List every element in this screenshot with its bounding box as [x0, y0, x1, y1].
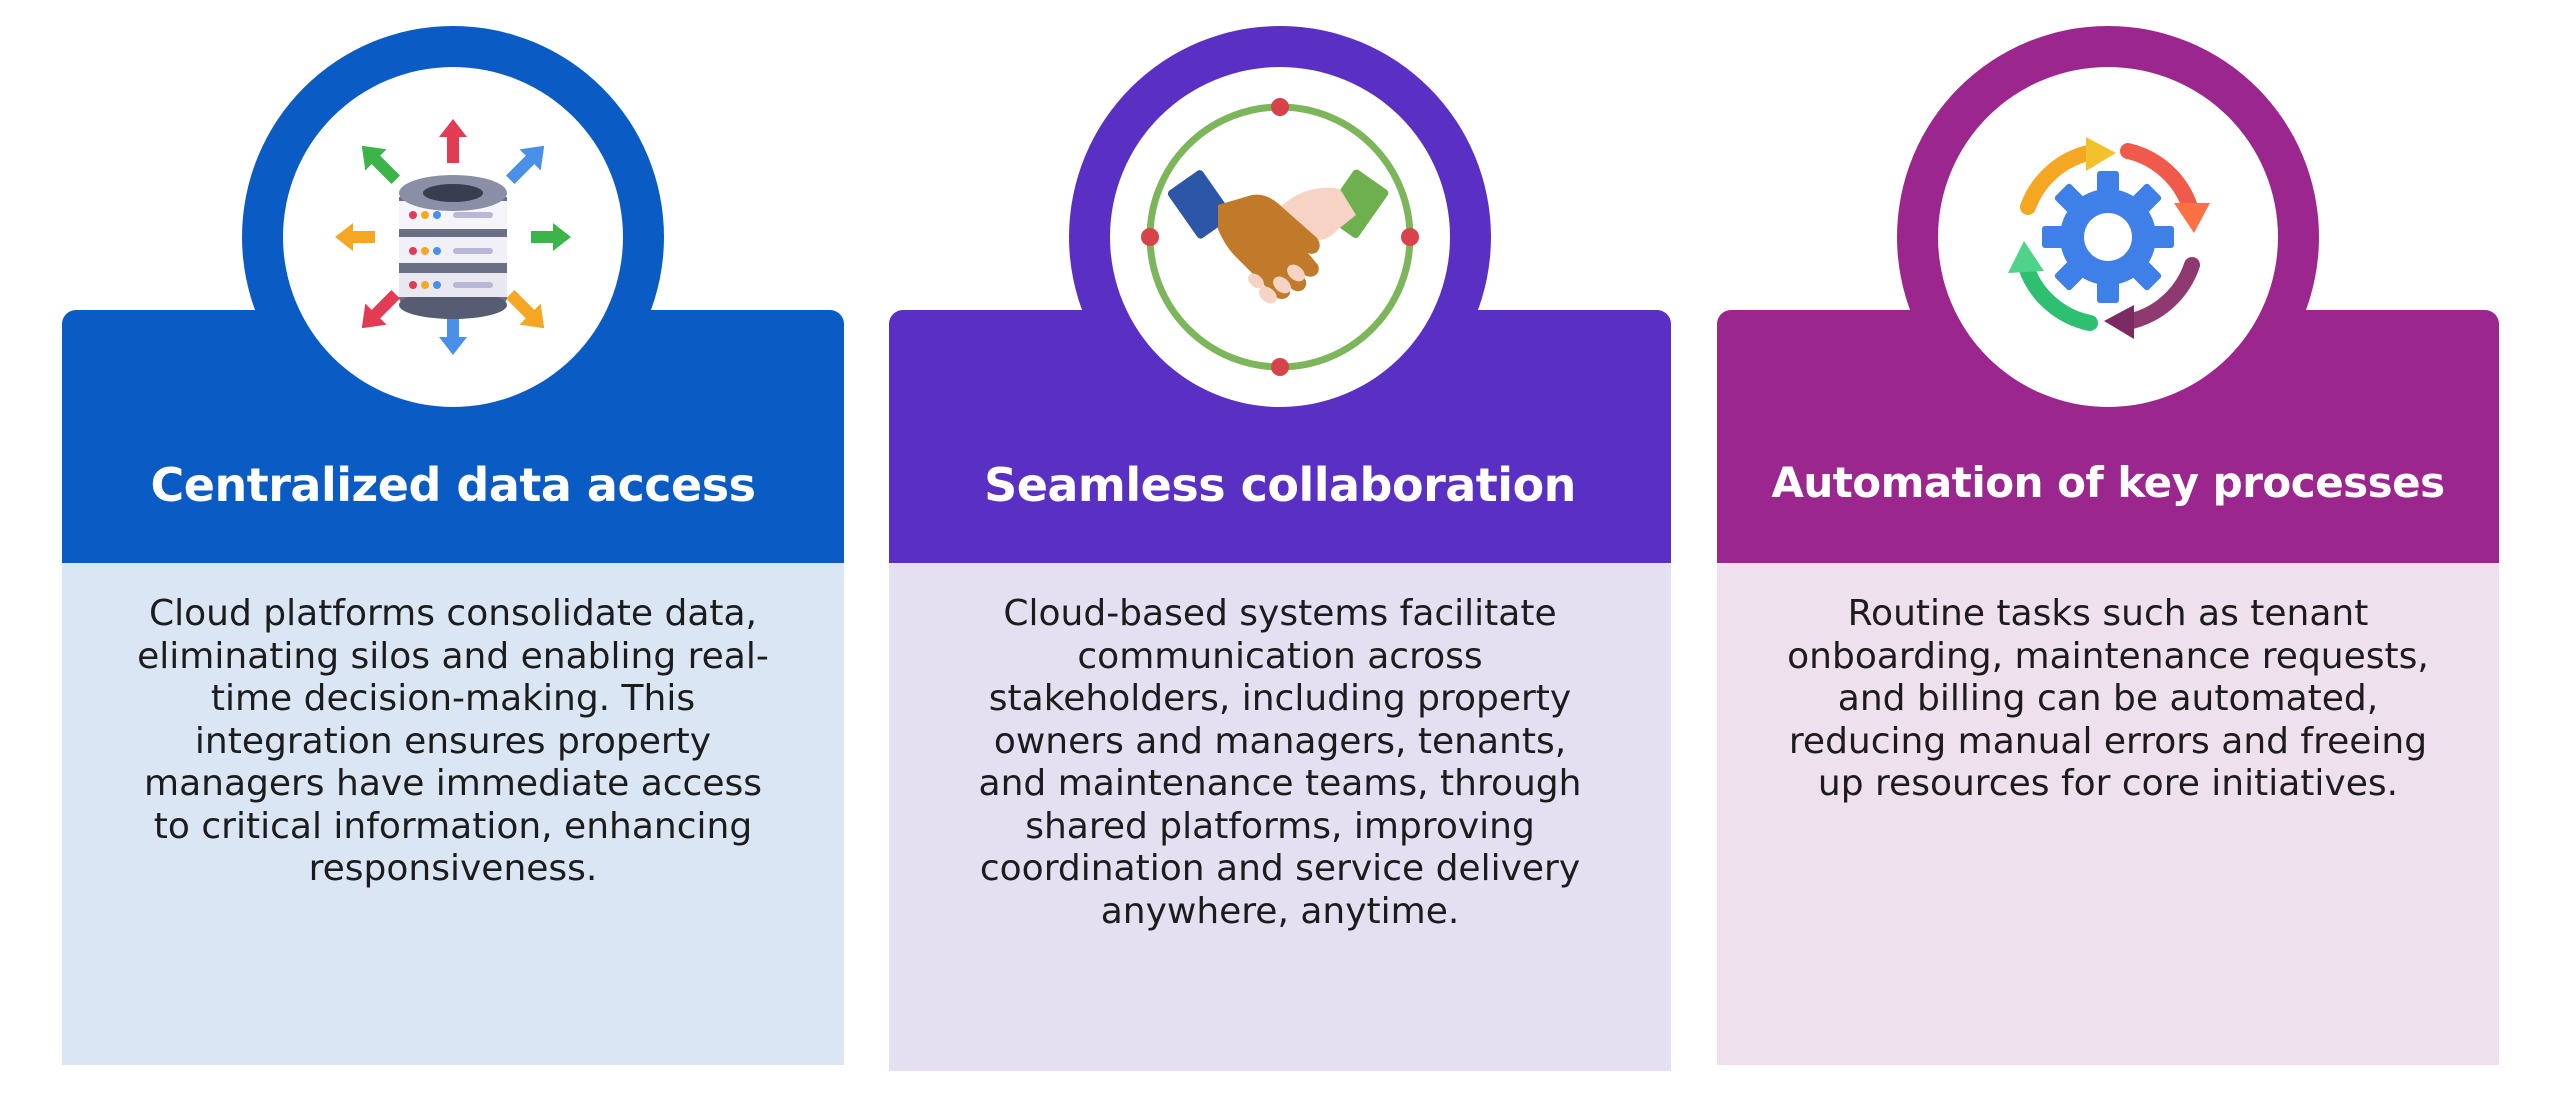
card-title: Seamless collaboration [984, 458, 1576, 512]
arrow-right [531, 223, 571, 251]
arrow-down-left [361, 290, 400, 329]
card-title: Automation of key processes [1771, 458, 2445, 507]
card-header: Seamless collaboration [889, 310, 1671, 563]
arrow-up [439, 119, 467, 163]
gear-cycle-icon [2008, 137, 2210, 339]
benefit-card-centralized-data: Centralized data access Cloud platforms … [62, 0, 844, 1103]
icon-circle [1110, 67, 1450, 407]
arrow-up-left [361, 145, 400, 184]
arrow-down [439, 311, 467, 355]
benefit-card-collaboration: Seamless collaboration Cloud-based syste… [889, 0, 1671, 1103]
benefit-card-automation: Automation of key processes Routine task… [1717, 0, 2499, 1103]
arrow-up-right [506, 145, 545, 184]
card-body: Cloud platforms consolidate data, elimin… [62, 563, 844, 1065]
arrow-down-right [506, 290, 545, 329]
card-description: Routine tasks such as tenant onboarding,… [1787, 593, 2429, 804]
handshake-icon [1141, 98, 1419, 376]
card-title: Centralized data access [150, 458, 756, 512]
icon-circle [1938, 67, 2278, 407]
card-description: Cloud-based systems facilitate communica… [978, 593, 1582, 932]
icon-circle [283, 67, 623, 407]
card-body: Cloud-based systems facilitate communica… [889, 563, 1671, 1071]
card-description: Cloud platforms consolidate data, elimin… [137, 593, 769, 889]
database-stack [399, 175, 507, 319]
arrow-left [335, 223, 375, 251]
database-distribution-icon [335, 119, 571, 355]
card-body: Routine tasks such as tenant onboarding,… [1717, 563, 2499, 1065]
